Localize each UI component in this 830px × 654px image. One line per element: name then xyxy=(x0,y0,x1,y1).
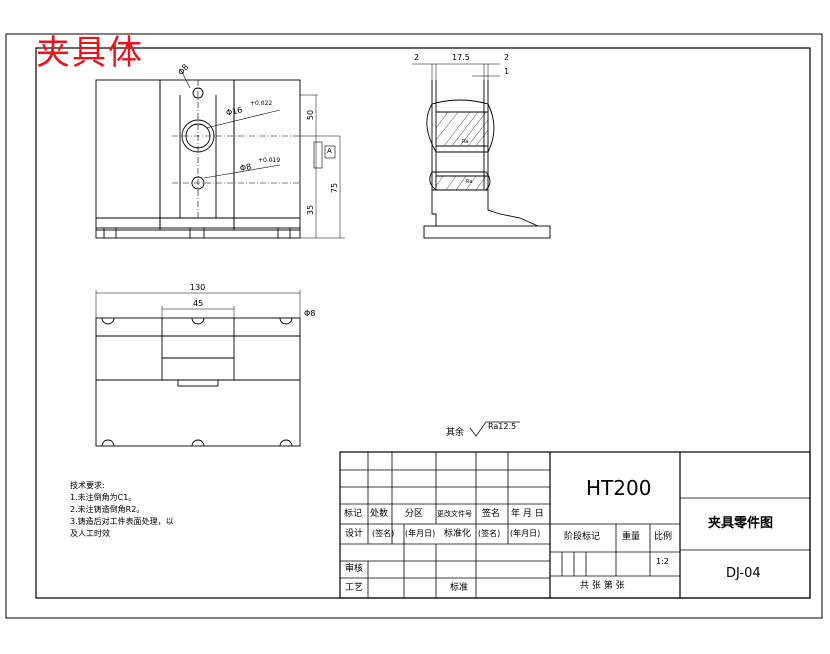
dim-height-75: 75 xyxy=(330,182,340,194)
tb-std-sign: (签名) xyxy=(478,529,501,538)
tb-design: 设计 xyxy=(345,529,364,539)
surface-finish-label: 其余 xyxy=(446,428,465,438)
notes-line-4: 及人工时效 xyxy=(70,529,110,538)
tb-process: 工艺 xyxy=(345,583,364,593)
surface-finish-value: Ra12.5 xyxy=(488,422,517,431)
roughness-small-2: Ra xyxy=(466,179,473,185)
notes-line-1: 1.未注倒角为C1。 xyxy=(70,493,137,502)
tb-scale-value: 1:2 xyxy=(656,557,669,566)
side-dims xyxy=(412,63,500,80)
notes-title: 技术要求: xyxy=(70,481,105,490)
tb-review: 审核 xyxy=(345,564,364,574)
side-hatch xyxy=(435,111,489,191)
tb-scale: 比例 xyxy=(654,532,673,542)
tb-approve: 标准 xyxy=(450,583,469,593)
dim-width-45: 45 xyxy=(193,299,204,308)
dim-side-17-5: 17.5 xyxy=(452,53,470,62)
tb-standardize: 标准化 xyxy=(444,529,472,539)
top-view xyxy=(95,317,301,447)
tb-design-date: (年月日) xyxy=(405,529,436,538)
tb-doc-no: 更改文件号 xyxy=(437,510,472,518)
tb-std-date: (年月日) xyxy=(510,529,541,538)
tb-count: 处数 xyxy=(370,509,389,519)
dim-top-phi8: Φ8 xyxy=(304,309,316,318)
tb-drawing-no: DJ-04 xyxy=(726,566,761,581)
tb-zone: 分区 xyxy=(405,509,424,519)
roughness-symbol xyxy=(469,421,520,437)
front-view xyxy=(95,71,345,239)
technical-requirements: 技术要求: 1.未注倒角为C1。 2.未注铸造倒角R2。 3.铸造后对工件表面处… xyxy=(70,480,174,540)
dim-width-130: 130 xyxy=(190,283,206,292)
top-dims xyxy=(95,290,301,319)
dim-side-2-right: 2 xyxy=(504,53,510,62)
dim-phi16-tol: +0.022 xyxy=(250,100,273,107)
dim-side-2-left: 2 xyxy=(414,53,420,62)
tb-mark: 标记 xyxy=(344,509,363,519)
side-view xyxy=(423,80,551,239)
dim-phi8-lower-tol: +0.019 xyxy=(258,157,281,164)
notes-line-2: 2.未注铸造倒角R2。 xyxy=(70,505,145,514)
title-block-grid xyxy=(339,451,811,599)
dim-height-35: 35 xyxy=(306,204,316,216)
tb-drawing-name: 夹具零件图 xyxy=(708,516,774,531)
tb-date: 年 月 日 xyxy=(511,509,544,519)
tb-material: HT200 xyxy=(586,476,652,500)
tb-weight: 重量 xyxy=(622,532,641,542)
roughness-small-1: Ra xyxy=(462,139,469,145)
dim-side-1: 1 xyxy=(504,67,510,76)
datum-a: A xyxy=(327,147,332,155)
tb-sign: 签名 xyxy=(482,509,501,519)
dim-height-50: 50 xyxy=(306,109,316,121)
tb-design-sign: (签名) xyxy=(372,529,395,538)
tb-stage-mark: 阶段标记 xyxy=(564,532,601,542)
stamp-title: 夹具体 xyxy=(36,33,144,73)
notes-line-3: 3.铸造后对工件表面处理，以 xyxy=(70,517,174,526)
tb-sheets: 共 张 第 张 xyxy=(580,581,625,591)
